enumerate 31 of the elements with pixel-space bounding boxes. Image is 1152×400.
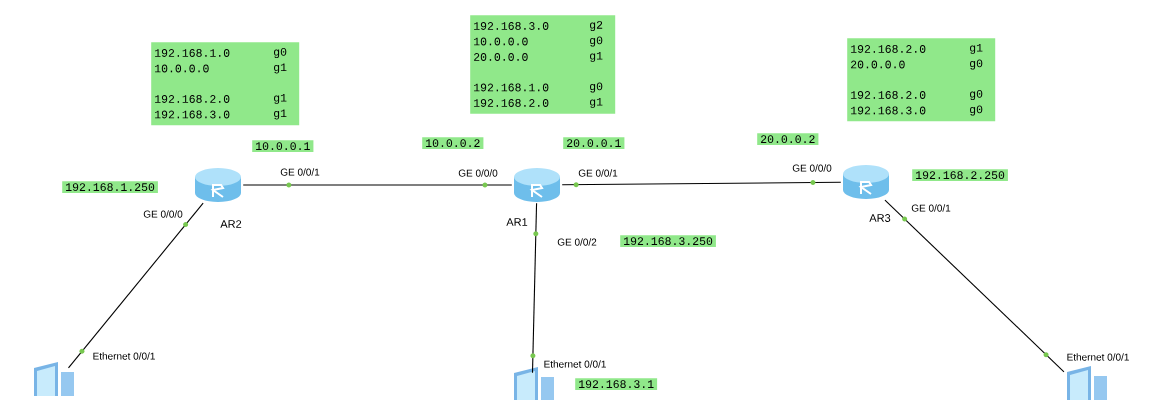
port-label: GE 0/0/0 (458, 169, 498, 177)
link-line (561, 180, 842, 188)
port-label: Ethernet 0/0/1 (93, 352, 155, 360)
port-label: GE 0/0/1 (578, 169, 618, 177)
ip-address-box: 192.168.3.1 (575, 378, 658, 390)
link-line (242, 182, 513, 188)
link-line (884, 199, 1065, 373)
link-line (530, 202, 539, 374)
router-name: AR2 (220, 220, 242, 228)
computer-drawing (1067, 366, 1107, 400)
ip-address-box: 192.168.1.250 (62, 181, 158, 193)
port-label: GE 0/0/2 (557, 238, 597, 246)
link-line (67, 202, 204, 369)
ip-address-box: 20.0.0.1 (563, 137, 625, 149)
routing-table: 192.168.2.0 g1 20.0.0.0 g0 192.168.2.0 g0 192.168.3.0 g0 (847, 38, 996, 122)
port-label: GE 0/0/1 (280, 168, 320, 176)
computer-drawing (34, 362, 74, 396)
ip-address-box: 192.168.2.250 (912, 169, 1008, 181)
routing-table: 192.168.1.0 g0 10.0.0.0 g1 192.168.2.0 g1 192.168.3.0 g1 (151, 42, 300, 126)
port-label: GE 0/0/0 (792, 164, 832, 172)
ip-address-box: 10.0.0.1 (252, 140, 314, 152)
ip-address-box: 192.168.3.250 (620, 235, 716, 247)
routing-table: 192.168.3.0 g2 10.0.0.0 g0 20.0.0.0 g1 192.168.1.0 g0 192.168.2.0 g1 (470, 15, 616, 114)
port-label: Ethernet 0/0/1 (544, 360, 606, 368)
ip-address-box: 20.0.0.2 (757, 133, 819, 145)
computer-drawing (514, 367, 554, 400)
port-label: GE 0/0/0 (143, 210, 183, 218)
port-label: GE 0/0/1 (911, 204, 951, 212)
router-name: AR3 (869, 214, 891, 222)
router-name: AR1 (506, 218, 528, 226)
ip-address-box: 10.0.0.2 (422, 137, 484, 149)
